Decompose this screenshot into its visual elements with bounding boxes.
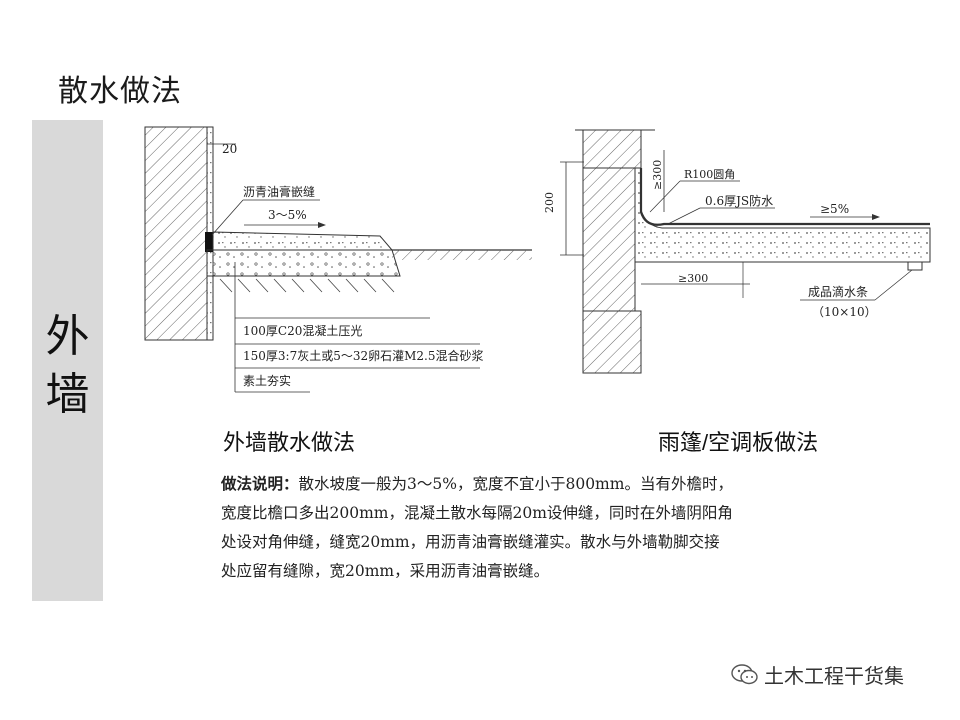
canopy-diagram: 200 ≥300 R100圆角 0.6厚JS防水 ≥5% ≥300 成品滴水条 … [543, 129, 931, 374]
notes-line3: 处设对角伸缝，缝宽20mm，用沥青油膏嵌缝灌实。散水与外墙勒脚交接 [221, 533, 720, 551]
dim-300-bottom-label: ≥300 [678, 272, 708, 285]
concrete-layer [212, 231, 394, 251]
radius-label: R100圆角 [684, 168, 735, 181]
wechat-icon [731, 663, 758, 684]
slope-label-left: 3～5% [268, 208, 307, 222]
compacted-soil-marks [219, 278, 395, 293]
wall-section [144, 126, 208, 341]
canopy-caption: 雨篷/空调板做法 [658, 430, 819, 455]
notes-line4: 处应留有缝隙，宽20mm，采用沥青油膏嵌缝。 [221, 562, 550, 580]
notes-line1: 做法说明：散水坡度一般为3～5%，宽度不宜小于800mm。当有外檐时， [221, 470, 831, 499]
notes-block: 做法说明：散水坡度一般为3～5%，宽度不宜小于800mm。当有外檐时， 宽度比檐… [221, 470, 831, 586]
ground-fill [392, 250, 532, 260]
upper-wall [582, 129, 642, 169]
layer2-label: 150厚3:7灰土或5～32卵石灌M2.5混合砂浆 [243, 348, 484, 363]
notes-line1-text: 散水坡度一般为3～5%，宽度不宜小于800mm。当有外檐时， [298, 475, 733, 493]
lime-soil-layer [206, 249, 401, 277]
drip-label: 成品滴水条 [808, 284, 868, 299]
wall-apron-diagram: 20 沥青油膏嵌缝 3～5% 100厚C20混凝土压光 150厚3:7灰土或5～… [144, 126, 532, 393]
notes-lead: 做法说明： [221, 475, 299, 493]
side-label-line2: 墙 [45, 370, 90, 419]
waterproof-label: 0.6厚JS防水 [705, 193, 773, 208]
beam-section [582, 167, 636, 312]
wall-apron-caption: 外墙散水做法 [223, 430, 356, 455]
dim-200-label: 200 [543, 192, 556, 213]
watermark: 土木工程干货集 [730, 660, 904, 689]
layer1-label: 100厚C20混凝土压光 [243, 323, 362, 338]
side-label: 外 墙 [32, 308, 103, 424]
lower-wall [582, 310, 642, 374]
dim-300-top-label: ≥300 [651, 160, 664, 190]
page-title: 散水做法 [58, 75, 182, 108]
side-label-line1: 外 [45, 312, 90, 361]
sealant-label: 沥青油膏嵌缝 [243, 184, 315, 199]
watermark-text: 土木工程干货集 [764, 666, 904, 688]
dim-20-label: 20 [222, 142, 237, 156]
slope-label-right: ≥5% [820, 202, 849, 216]
side-panel: 外 墙 [32, 120, 103, 601]
sealant-joint [205, 232, 213, 252]
layer3-label: 素土夯实 [243, 373, 291, 388]
notes-line2: 宽度比檐口多出200mm，混凝土散水每隔20m设伸缝，同时在外墙阴阳角 [221, 504, 733, 522]
drip-size-label: （10×10） [812, 305, 877, 319]
drip-strip [907, 261, 923, 271]
